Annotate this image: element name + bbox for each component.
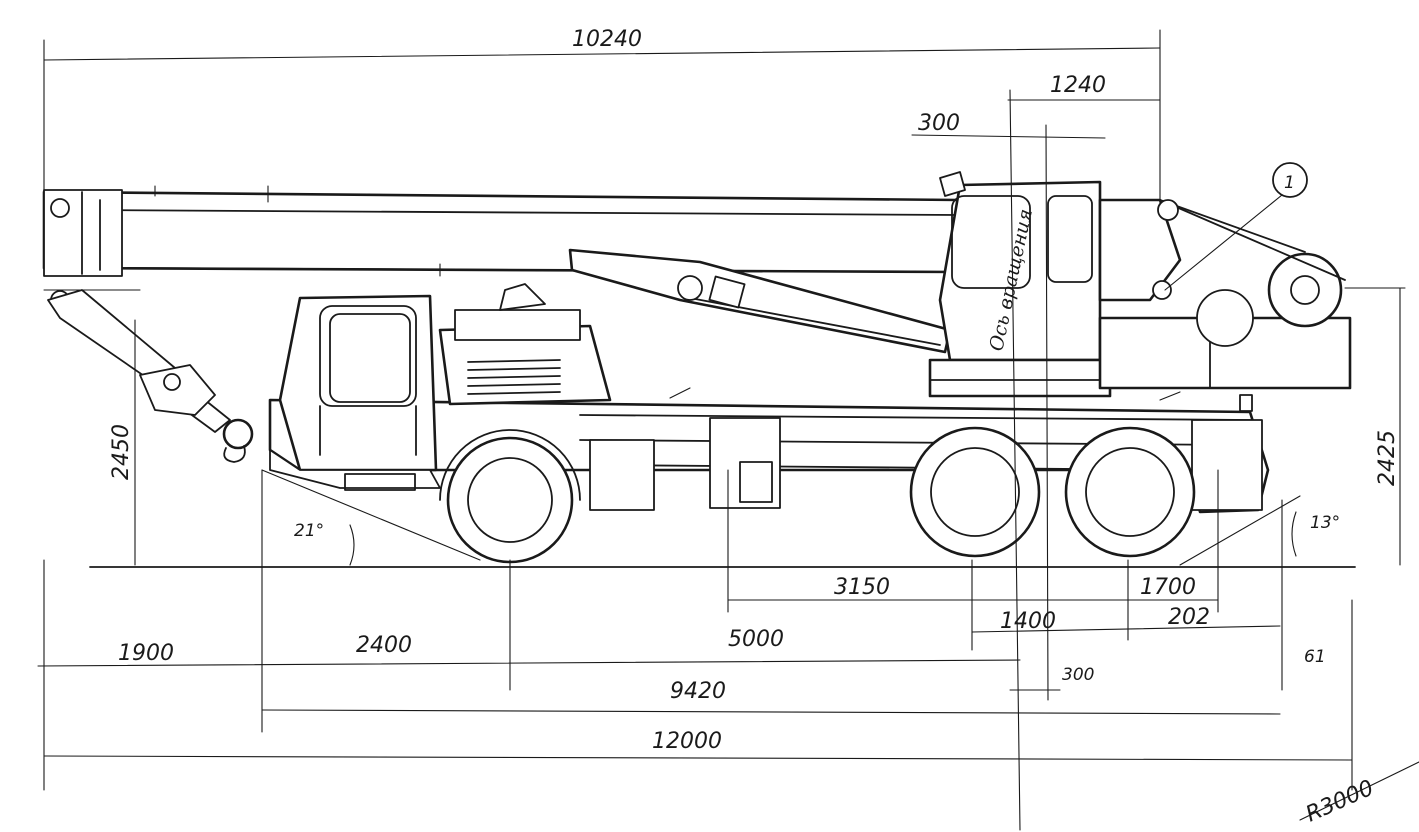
crane-cabin xyxy=(928,171,1112,398)
boom xyxy=(42,185,962,310)
departure-line xyxy=(1179,495,1301,566)
dim-front-overhang: 2400 xyxy=(356,633,412,658)
dim-rear-to-axis: 1240 xyxy=(1050,73,1106,98)
dim-front-height: 2450 xyxy=(109,424,134,480)
axis-offset-line xyxy=(1045,124,1049,701)
dim-overall-length: 12000 xyxy=(652,729,722,754)
dim-outrigger-span: 3150 xyxy=(834,575,890,600)
dimension-lines xyxy=(37,29,1419,821)
hook-block xyxy=(47,289,254,463)
callout-number: 1 xyxy=(1284,173,1295,193)
dim-axis-offset-top: 300 xyxy=(918,111,960,136)
approach-arc xyxy=(349,524,355,566)
dim-rear-outrigger: 1700 xyxy=(1140,575,1196,600)
dim-wheelbase: 5000 xyxy=(728,627,784,652)
dim-approach-angle: 21° xyxy=(294,521,324,541)
engine-hood xyxy=(438,283,612,406)
dim-rear-overhang-low: 202 xyxy=(1168,605,1210,630)
rotation-axis-line xyxy=(1009,89,1021,831)
dim-turning-radius: R3000 xyxy=(1302,776,1377,828)
rear-wheel-1 xyxy=(909,426,1041,558)
rear-wheel-2 xyxy=(1064,426,1196,558)
departure-arc xyxy=(1291,511,1297,557)
dim-bogie-base: 1400 xyxy=(1000,609,1056,634)
dim-axis-offset-bottom: 300 xyxy=(1062,665,1094,685)
dim-tail-small: 61 xyxy=(1304,647,1326,667)
truck-cab xyxy=(269,294,441,491)
front-wheel xyxy=(439,429,581,564)
dim-overall-boom: 10240 xyxy=(572,27,642,52)
dim-boom-tip-overhang: 1900 xyxy=(118,641,174,666)
dim-departure-angle: 13° xyxy=(1310,513,1340,533)
winch-counterweight xyxy=(1098,198,1352,390)
chassis xyxy=(268,387,1270,514)
approach-line xyxy=(261,469,481,561)
dim-rear-height: 2425 xyxy=(1375,430,1400,486)
dim-chassis-length: 9420 xyxy=(670,679,726,704)
lift-cylinder xyxy=(568,248,952,354)
